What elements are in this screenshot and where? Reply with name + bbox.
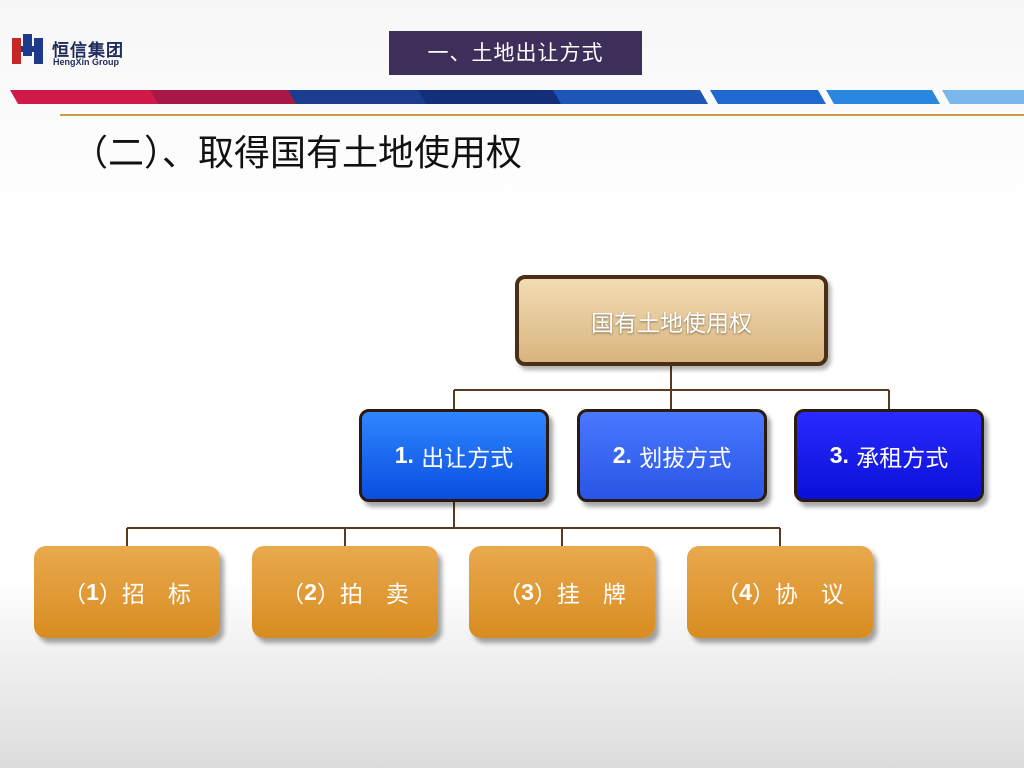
leaf-number: 2 [304, 578, 317, 605]
leaf-node-agreement: （4）协 议 [687, 546, 873, 638]
leaf-node-tender: （1）招 标 [34, 546, 220, 638]
leaf-label: ）挂 牌 [533, 582, 626, 608]
leaf-paren: （ [716, 582, 740, 608]
method-node-transfer: 1. 出让方式 [359, 409, 549, 502]
leaf-node-auction: （2）拍 卖 [252, 546, 438, 638]
leaf-number: 4 [739, 578, 752, 605]
hengxin-logo-icon [12, 34, 43, 64]
page-title: （二）、取得国有土地使用权 [72, 133, 523, 174]
company-logo: 恒信集团 HengXin Group [10, 30, 150, 70]
leaf-node-listing: （3）挂 牌 [469, 546, 655, 638]
logo-text-en: HengXin Group [53, 57, 119, 67]
leaf-label: ）招 标 [98, 582, 191, 608]
method-node-lease: 3. 承租方式 [794, 409, 984, 502]
method-label: 出让方式 [421, 445, 514, 472]
method-label: 承租方式 [856, 445, 949, 472]
leaf-label: ）拍 卖 [316, 582, 409, 608]
root-node: 国有土地使用权 [515, 275, 828, 366]
leaf-number: 3 [521, 578, 534, 605]
header-stripes [10, 90, 1024, 104]
accent-line [60, 114, 1024, 116]
method-number: 3. [829, 442, 849, 468]
leaf-number: 1 [86, 578, 99, 605]
leaf-paren: （ [63, 582, 87, 608]
leaf-label: ）协 议 [751, 582, 844, 608]
method-node-allocation: 2. 划拔方式 [577, 409, 767, 502]
method-label: 划拔方式 [639, 445, 732, 472]
leaf-paren: （ [281, 582, 305, 608]
leaf-paren: （ [498, 582, 522, 608]
method-number: 2. [612, 442, 632, 468]
section-tab: 一、土地出让方式 [389, 31, 642, 75]
method-number: 1. [394, 442, 414, 468]
logo-text-cn: 恒信集团 [52, 41, 124, 61]
root-node-label: 国有土地使用权 [591, 310, 752, 337]
